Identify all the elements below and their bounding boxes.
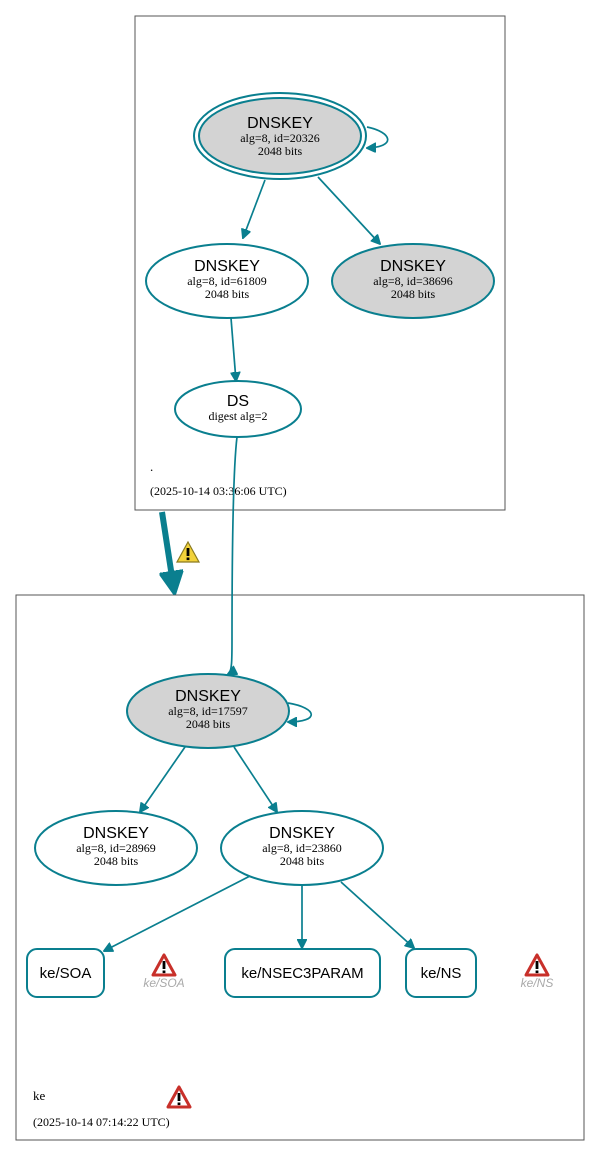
edges	[104, 126, 414, 951]
edge-ke-ksk-to-zsk1	[140, 746, 186, 812]
ke-zone-error-icon[interactable]	[166, 1085, 192, 1109]
edge-root-ksk-to-zsk1	[243, 179, 266, 238]
soa-error-label: ke/SOA	[143, 976, 184, 990]
edge-ke-ksk-to-zsk2	[233, 746, 277, 812]
ns-error-label: ke/NS	[521, 976, 554, 990]
root-zone: . (2025-10-14 03:36:06 UTC)	[134, 15, 506, 511]
ke-zone: ke (2025-10-14 07:14:22 UTC)	[15, 594, 585, 1141]
node-root-ksk-inner	[198, 97, 362, 175]
edge-root-ksk-to-zsk2	[317, 176, 380, 244]
node-root-zsk1-ellipse	[145, 243, 309, 319]
node-root-zsk2-bits: 2048 bits	[391, 287, 436, 301]
node-ke-ksk-bits: 2048 bits	[186, 717, 231, 731]
node-root-ksk-alg: alg=8, id=20326	[240, 131, 320, 145]
rrset-nsec3param-box	[224, 948, 381, 998]
ke-zone-timestamp: (2025-10-14 07:14:22 UTC)	[33, 1115, 170, 1129]
rrset-soa-box	[26, 948, 105, 998]
node-root-zsk2-alg: alg=8, id=38696	[373, 274, 453, 288]
root-zone-box	[134, 15, 506, 511]
node-ke-zsk1-bits: 2048 bits	[94, 854, 139, 868]
edge-ds-to-ke-ksk	[228, 436, 237, 674]
node-ke-ksk-title: DNSKEY	[175, 688, 241, 705]
rrset-nsec3param[interactable]: ke/NSEC3PARAM	[224, 948, 381, 998]
node-root-ksk[interactable]: DNSKEY alg=8, id=20326 2048 bits	[193, 92, 367, 180]
rrset-soa-label: ke/SOA	[40, 965, 92, 982]
node-root-ksk-title: DNSKEY	[247, 115, 313, 132]
node-root-ksk-bits: 2048 bits	[258, 144, 303, 158]
rrset-ns-box	[405, 948, 477, 998]
node-root-ksk-outer	[193, 92, 367, 180]
root-zone-name: .	[150, 459, 153, 474]
node-root-zsk2[interactable]: DNSKEY alg=8, id=38696 2048 bits	[331, 243, 495, 319]
ke-zone-name: ke	[33, 1088, 46, 1103]
edge-zsk2-to-ns	[340, 881, 414, 948]
node-ke-zsk1-title: DNSKEY	[83, 825, 149, 842]
rrset-ns-label: ke/NS	[421, 965, 462, 982]
root-zone-timestamp: (2025-10-14 03:36:06 UTC)	[150, 484, 287, 498]
edge-zsk2-to-soa	[104, 875, 251, 951]
node-ke-zsk1-alg: alg=8, id=28969	[76, 841, 156, 855]
node-ke-zsk2-bits: 2048 bits	[280, 854, 325, 868]
node-root-zsk1-alg: alg=8, id=61809	[187, 274, 267, 288]
delegation-warning-icon[interactable]	[175, 540, 201, 563]
node-ke-ksk-ellipse	[126, 673, 290, 749]
node-ds-title: DS	[227, 393, 249, 410]
rrset-nsec3param-label: ke/NSEC3PARAM	[241, 965, 363, 982]
rrset-soa[interactable]: ke/SOA	[26, 948, 105, 998]
edge-zsk1-to-ds	[230, 317, 236, 381]
node-ke-ksk[interactable]: DNSKEY alg=8, id=17597 2048 bits	[126, 673, 290, 749]
node-root-zsk2-ellipse	[331, 243, 495, 319]
node-root-zsk1-title: DNSKEY	[194, 258, 260, 275]
node-ds-ellipse	[174, 380, 302, 438]
node-root-zsk2-title: DNSKEY	[380, 258, 446, 275]
edge-ke-ksk-self	[288, 702, 312, 722]
node-ke-zsk2-title: DNSKEY	[269, 825, 335, 842]
node-root-zsk1-bits: 2048 bits	[205, 287, 250, 301]
node-ds-digest: digest alg=2	[208, 409, 267, 423]
rrset-ns[interactable]: ke/NS	[405, 948, 477, 998]
node-ke-zsk2-ellipse	[220, 810, 384, 886]
node-ke-zsk1-ellipse	[34, 810, 198, 886]
node-root-zsk1[interactable]: DNSKEY alg=8, id=61809 2048 bits	[145, 243, 309, 319]
soa-error-icon[interactable]	[151, 953, 177, 977]
node-ke-zsk2[interactable]: DNSKEY alg=8, id=23860 2048 bits	[220, 810, 384, 886]
edge-delegation	[159, 511, 174, 590]
node-ds[interactable]: DS digest alg=2	[174, 380, 302, 438]
node-ke-zsk1[interactable]: DNSKEY alg=8, id=28969 2048 bits	[34, 810, 198, 886]
ns-error-icon[interactable]	[524, 953, 550, 977]
node-ke-ksk-alg: alg=8, id=17597	[168, 704, 248, 718]
edge-root-ksk-self	[367, 126, 389, 148]
node-ke-zsk2-alg: alg=8, id=23860	[262, 841, 342, 855]
ke-zone-box	[15, 594, 585, 1141]
